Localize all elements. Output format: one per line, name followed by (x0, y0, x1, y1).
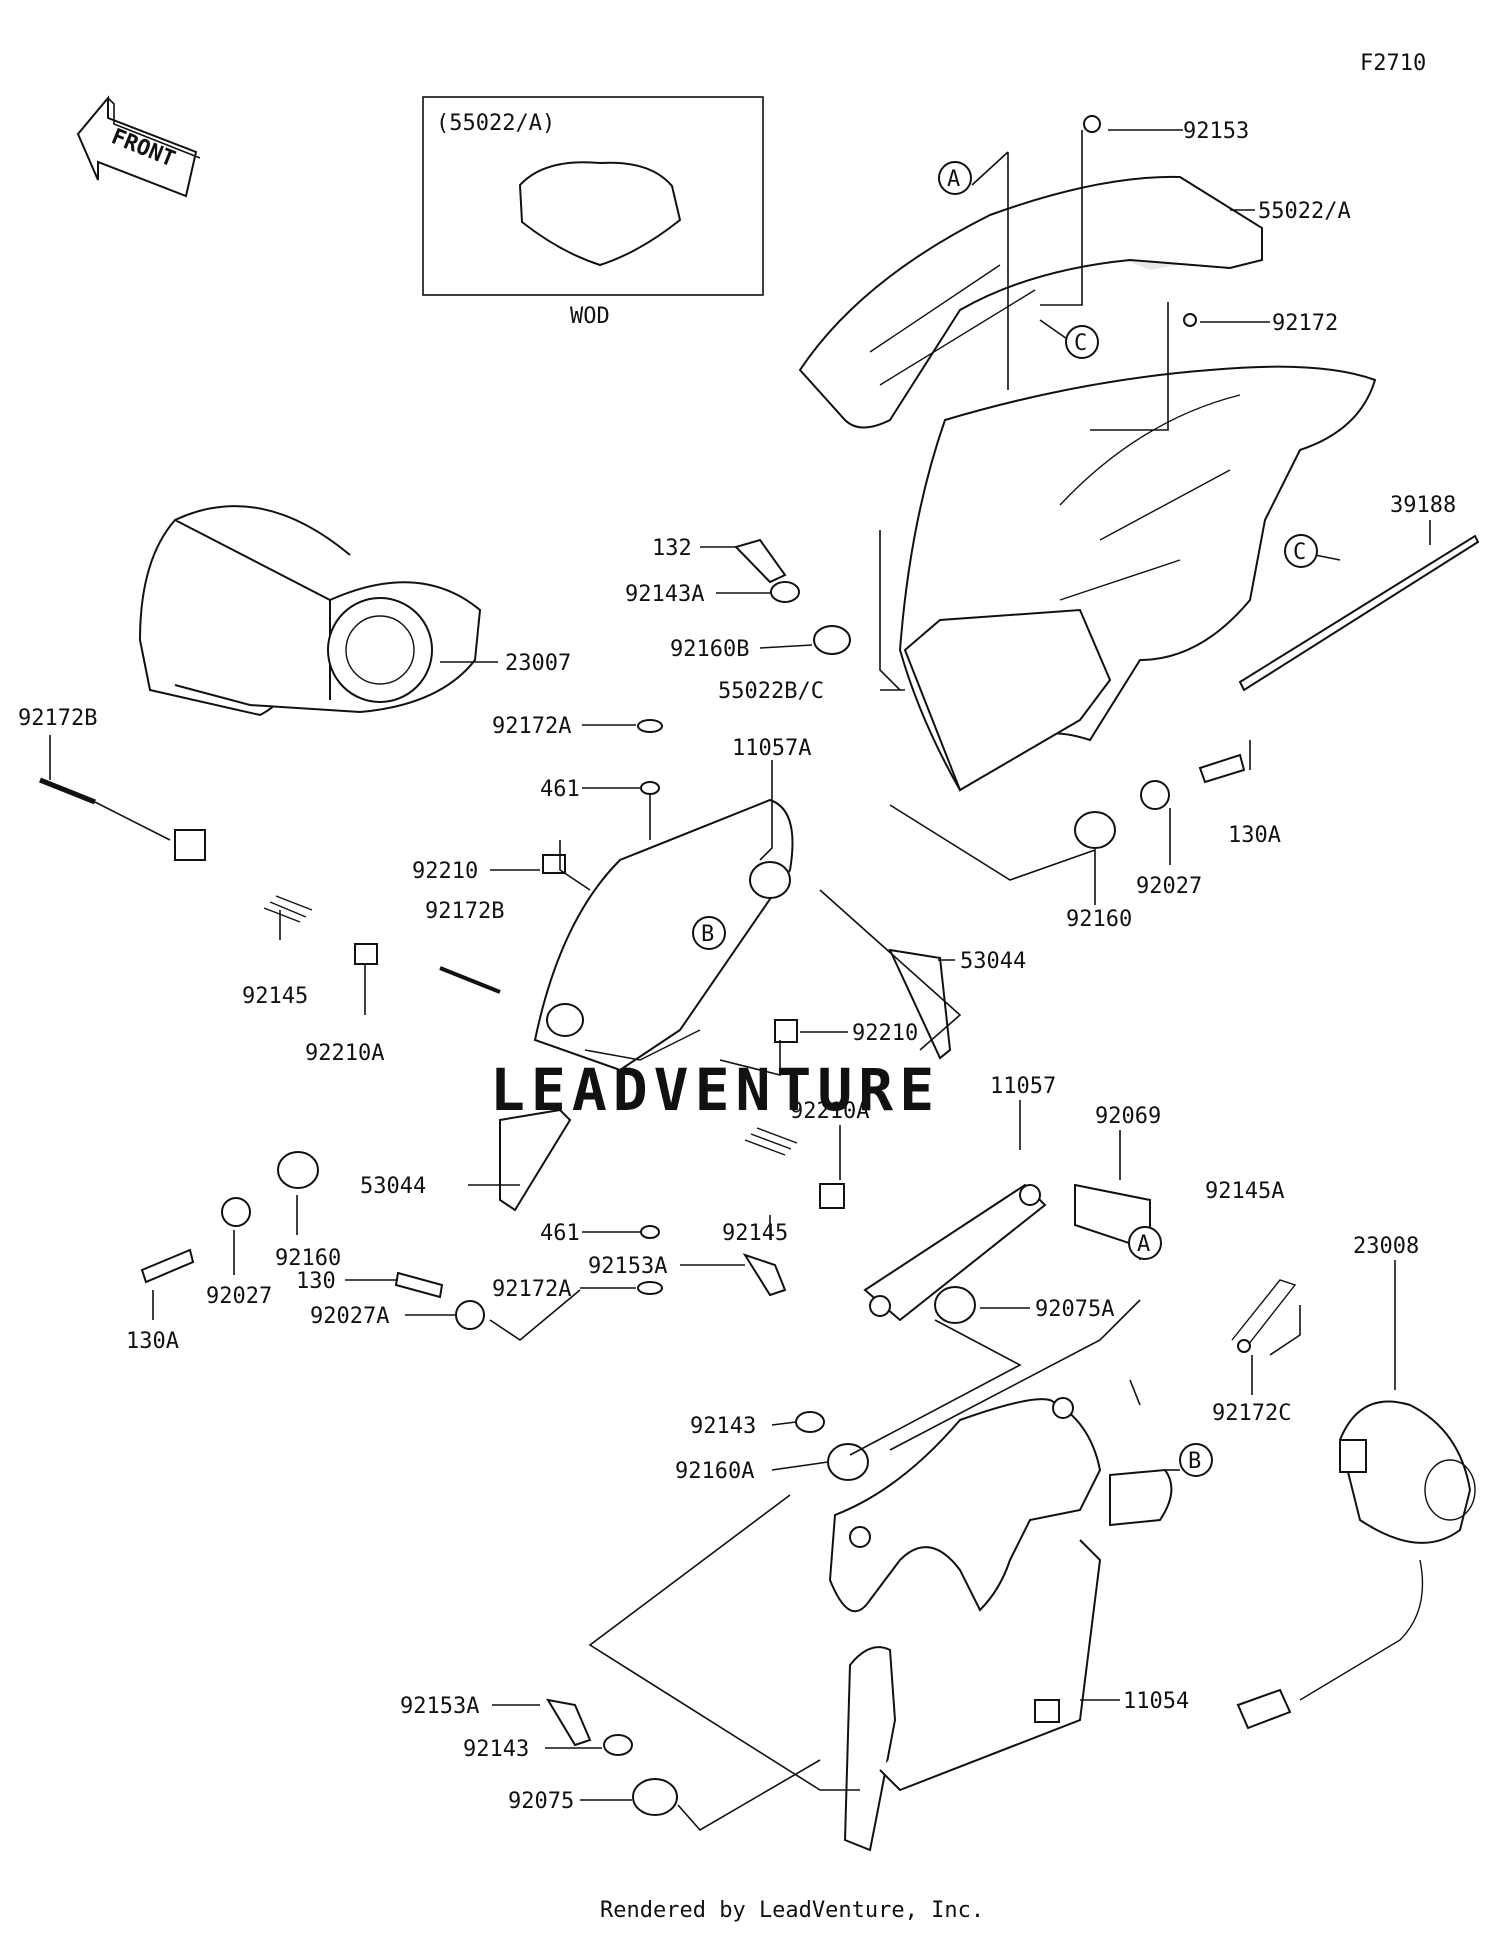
callout-label: 92075A (1035, 1297, 1114, 1322)
position-lamp-part (1236, 1400, 1476, 1730)
callout-label: 132 (652, 536, 692, 561)
svg-text:C: C (1074, 331, 1087, 356)
callout-label: 92153 (1183, 119, 1249, 144)
wod-footer: WOD (570, 304, 610, 329)
reference-marker-c-top: C (1065, 325, 1099, 359)
cowl-part (898, 365, 1377, 792)
callout-label: 92160B (670, 637, 749, 662)
callout-label: 92143A (625, 582, 704, 607)
reference-marker-c-right: C (1284, 534, 1318, 568)
callout-label: 53044 (360, 1174, 426, 1199)
reference-marker-a-top: A (938, 161, 972, 195)
callout-label: 92172A (492, 714, 571, 739)
front-arrow-icon: FRONT (76, 95, 201, 198)
wod-header: (55022/A) (436, 111, 555, 136)
reference-marker-a-bottom: A (1128, 1226, 1162, 1260)
callout-label: 92160 (275, 1246, 341, 1271)
lower-stay-part (828, 1397, 1173, 1852)
callout-label: 92153A (588, 1254, 667, 1279)
svg-text:B: B (1188, 1449, 1201, 1474)
callout-label: 130 (296, 1269, 336, 1294)
callout-label: 23008 (1353, 1234, 1419, 1259)
callout-label: 92160A (675, 1459, 754, 1484)
callout-label: 92143 (690, 1414, 756, 1439)
svg-text:B: B (701, 922, 714, 947)
callout-label: 53044 (960, 949, 1026, 974)
wod-inset-box: (55022/A) WOD (422, 96, 764, 329)
callout-label: 92172B (18, 706, 97, 731)
callout-label: 23007 (505, 651, 571, 676)
callout-labels: 92153 55022/A 92172 39188 132 92143A 921… (18, 119, 1456, 1814)
housing-bracket-part (533, 798, 794, 1072)
callout-label: 11054 (1123, 1689, 1189, 1714)
callout-label: 92210A (305, 1041, 384, 1066)
reference-marker-b-mid: B (692, 916, 726, 950)
callout-label: 11057A (732, 736, 811, 761)
callout-label: 92027 (206, 1284, 272, 1309)
diagram-code: F2710 (1360, 51, 1426, 76)
callout-label: 92145 (722, 1221, 788, 1246)
callout-label: 130A (126, 1329, 179, 1354)
callout-label: 92210 (852, 1021, 918, 1046)
callout-label: 130A (1228, 823, 1281, 848)
callout-label: 39188 (1390, 493, 1456, 518)
callout-label: 92145 (242, 984, 308, 1009)
callout-label: 92160 (1066, 907, 1132, 932)
callout-label: 55022/A (1258, 199, 1351, 224)
reference-marker-b-bottom: B (1179, 1443, 1213, 1477)
callout-label: 92210 (412, 859, 478, 884)
callout-label: 461 (540, 1221, 580, 1246)
headlight-part (138, 505, 482, 861)
callout-label: 92172B (425, 899, 504, 924)
footer-credit: Rendered by LeadVenture, Inc. (600, 1898, 984, 1923)
callout-label: 92075 (508, 1789, 574, 1814)
callout-label: 92069 (1095, 1104, 1161, 1129)
stripe-part (1238, 534, 1480, 692)
svg-text:C: C (1293, 540, 1306, 565)
windscreen-part (798, 175, 1263, 429)
callout-label: 92143 (463, 1737, 529, 1762)
callout-label: 92210A (790, 1099, 869, 1124)
callout-label: 92027 (1136, 874, 1202, 899)
callout-label: 92153A (400, 1694, 479, 1719)
svg-text:A: A (947, 167, 960, 192)
callout-label: 92172C (1212, 1401, 1291, 1426)
callout-label: 55022B/C (718, 679, 824, 704)
callout-label: 92172 (1272, 311, 1338, 336)
callout-label: 92145A (1205, 1179, 1284, 1204)
callout-label: 461 (540, 777, 580, 802)
svg-text:A: A (1137, 1232, 1150, 1257)
callout-label: 11057 (990, 1074, 1056, 1099)
callout-label: 92027A (310, 1304, 389, 1329)
callout-label: 92172A (492, 1277, 571, 1302)
